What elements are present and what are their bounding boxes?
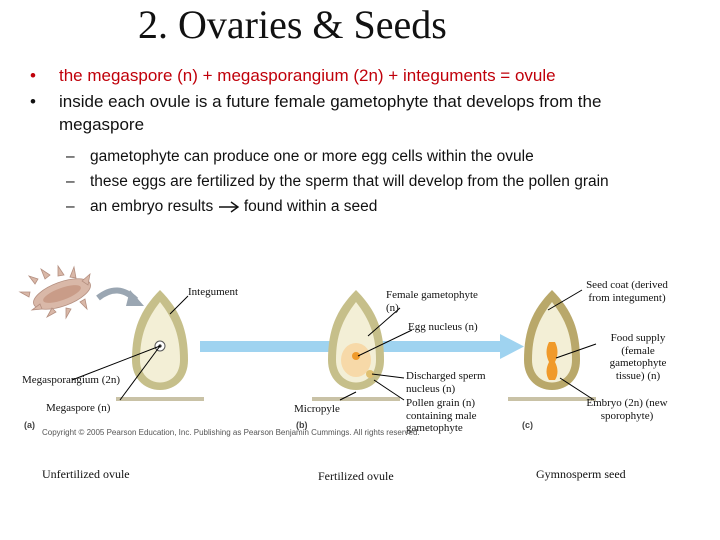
label-micropyle: Micropyle xyxy=(294,403,340,415)
bullet-icon: • xyxy=(30,92,36,111)
caption-unfertilized-ovule: Unfertilized ovule xyxy=(42,467,130,481)
dash-icon: – xyxy=(66,198,75,215)
bullet-text: inside each ovule is a future female gam… xyxy=(59,92,602,134)
label-female-gametophyte: Female gametophyte (n) xyxy=(386,289,478,314)
bullet-text: the megaspore (n) + megasporangium (2n) … xyxy=(59,66,556,85)
right-arrow-icon xyxy=(218,201,239,213)
sub-bullet-eggs: – gametophyte can produce one or more eg… xyxy=(66,146,686,167)
panel-letter-b: (b) xyxy=(296,420,308,430)
sub-bullet-text: these eggs are fertilized by the sperm t… xyxy=(90,173,609,190)
panel-letter-a: (a) xyxy=(24,420,35,430)
label-pollen-grain: Pollen grain (n) containing male gametop… xyxy=(406,397,477,434)
copyright-notice: Copyright © 2005 Pearson Education, Inc.… xyxy=(42,428,420,437)
label-megaspore: Megaspore (n) xyxy=(46,402,111,414)
label-food-supply: Food supply (female gametophyte tissue) … xyxy=(609,332,667,382)
dash-icon: – xyxy=(66,173,75,190)
sub-bullet-text: gametophyte can produce one or more egg … xyxy=(90,148,534,165)
bullet-ovule-definition: • the megaspore (n) + megasporangium (2n… xyxy=(30,64,680,87)
sub-bullet-list: – gametophyte can produce one or more eg… xyxy=(66,146,686,221)
dash-icon: – xyxy=(66,148,75,165)
fertilized-ovule-image xyxy=(312,290,400,401)
unfertilized-ovule-image xyxy=(116,290,204,401)
sub-bullet-embryo: – an embryo results found within a seed xyxy=(66,196,686,217)
panel-letter-c: (c) xyxy=(522,420,533,430)
label-megasporangium: Megasporangium (2n) xyxy=(22,374,121,386)
sub-bullet-text-before: an embryo results xyxy=(90,198,214,215)
sub-bullet-text-after: found within a seed xyxy=(243,198,378,215)
caption-gymnosperm-seed: Gymnosperm seed xyxy=(536,467,626,481)
bullet-icon: • xyxy=(30,66,36,85)
cone-scales-image xyxy=(18,264,144,320)
label-embryo: Embryo (2n) (new sporophyte) xyxy=(586,397,668,422)
bullet-gametophyte: • inside each ovule is a future female g… xyxy=(30,90,680,136)
bullet-list: • the megaspore (n) + megasporangium (2n… xyxy=(30,64,680,139)
gymnosperm-seed-image xyxy=(508,290,596,401)
label-integument: Integument xyxy=(188,286,239,298)
label-egg-nucleus: Egg nucleus (n) xyxy=(408,321,478,333)
caption-fertilized-ovule: Fertilized ovule xyxy=(318,469,394,483)
label-discharged-sperm: Discharged sperm nucleus (n) xyxy=(406,370,486,395)
leader-lines xyxy=(71,289,597,401)
ovule-seed-figure xyxy=(18,264,597,401)
sub-bullet-fertilization: – these eggs are fertilized by the sperm… xyxy=(66,171,686,192)
label-seed-coat: Seed coat (derived from integument) xyxy=(586,279,668,304)
slide-title: 2. Ovaries & Seeds xyxy=(138,2,447,47)
